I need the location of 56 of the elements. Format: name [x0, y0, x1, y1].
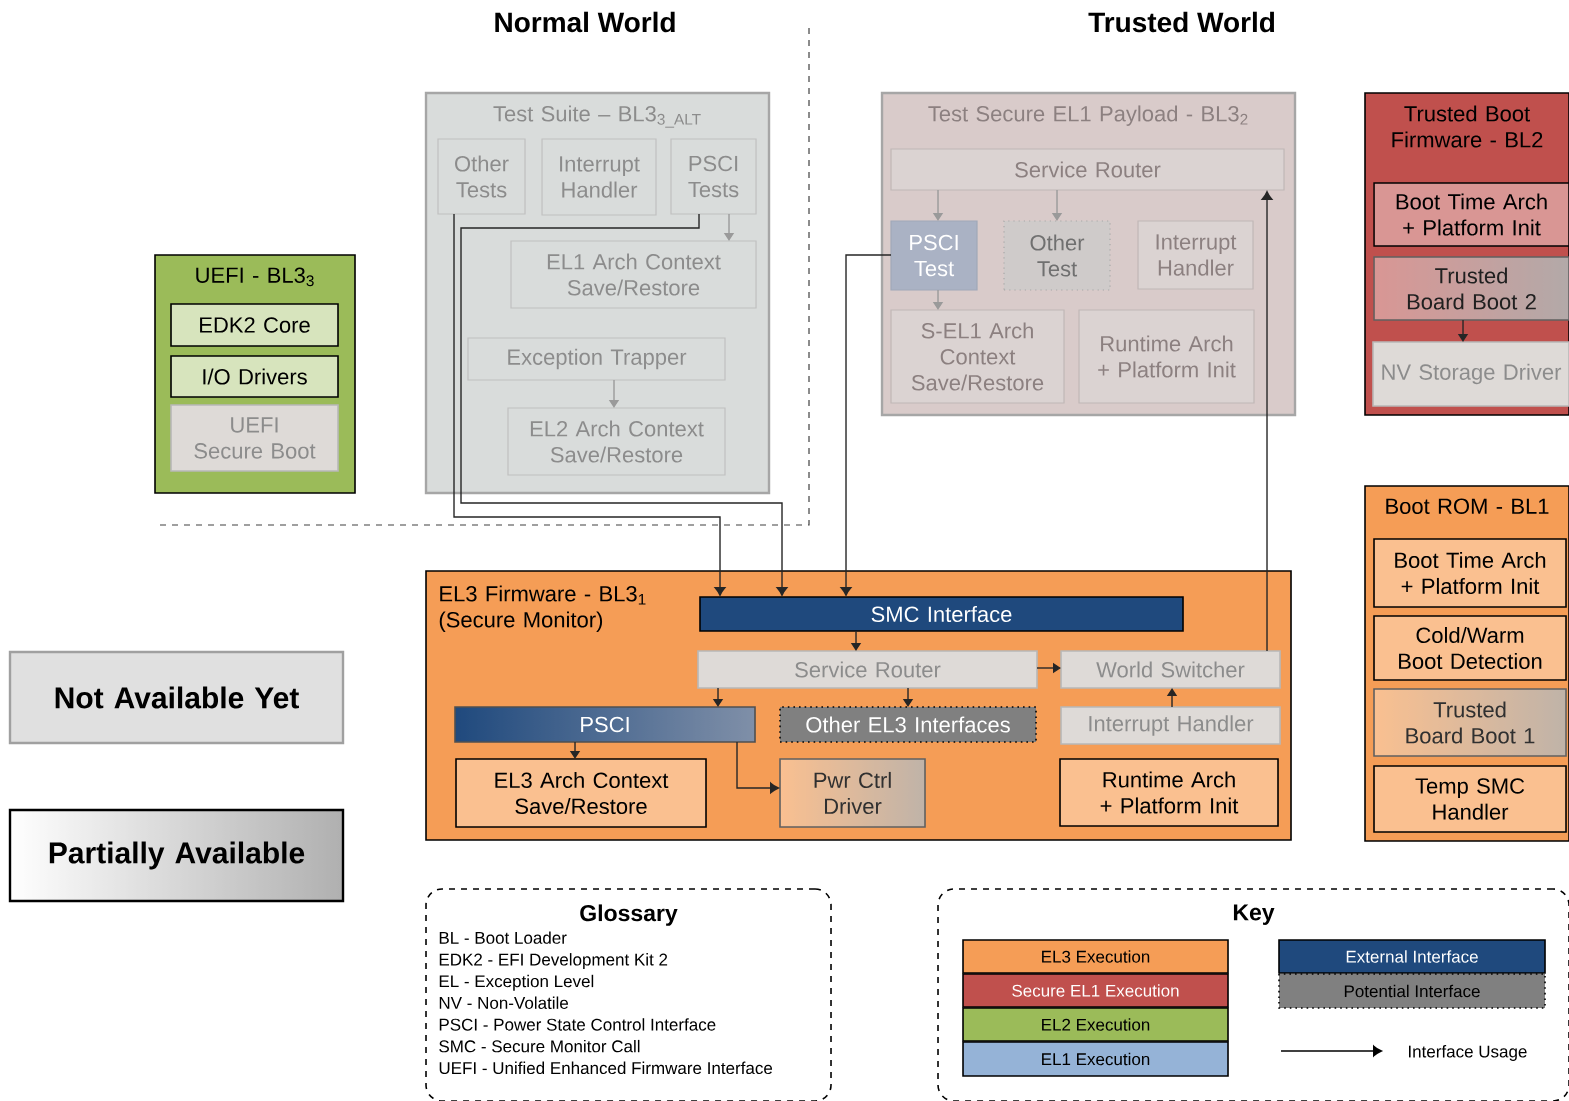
- component-box: World Switcher: [1060, 650, 1281, 689]
- glossary-entry: BL - Boot Loader: [439, 931, 567, 944]
- component-box: SMC Interface: [699, 596, 1184, 632]
- component-box: Boot Time Arch + Platform Init: [1373, 182, 1569, 247]
- glossary-entry: NV - Non-Volatile: [439, 996, 568, 1009]
- box-title: UEFI - BL3$_{3}$: [196, 267, 314, 287]
- box-title: EL3 Firmware - BL3$_{1}$ (Secure Monitor): [439, 585, 646, 632]
- arrow: [840, 254, 892, 596]
- component-box: Interrupt Handler: [1137, 220, 1254, 290]
- component-box: EDK2 Core: [170, 303, 339, 347]
- box-title: Test Secure EL1 Payload - BL3$_{2}$: [928, 105, 1248, 126]
- component-box: Trusted Board Boot 1: [1373, 688, 1567, 757]
- status-box: Not Available Yet: [8, 650, 345, 745]
- arrow: [736, 741, 779, 794]
- component-box: Temp SMC Handler: [1373, 765, 1567, 833]
- component-box: PSCI: [454, 706, 756, 743]
- component-box: EL1 Arch Context Save/Restore: [510, 240, 757, 309]
- component-box: Boot Time Arch + Platform Init: [1373, 538, 1567, 608]
- component-box: NV Storage Driver: [1372, 341, 1569, 407]
- glossary-entry: EDK2 - EFI Development Kit 2: [439, 953, 668, 969]
- box-title: Trusted Boot Firmware - BL2: [1392, 105, 1543, 148]
- component-box: S-EL1 Arch Context Save/Restore: [890, 309, 1065, 404]
- component-box: Exception Trapper: [467, 337, 726, 381]
- legend-label: Interface Usage: [1409, 1045, 1527, 1061]
- box-title: Test Suite – BL3$_{3_ALT}$: [493, 105, 701, 128]
- component-box: Other Tests: [437, 138, 526, 215]
- world-heading: Normal World: [495, 11, 675, 33]
- status-box: Partially Available: [8, 808, 345, 903]
- arrow: [460, 213, 788, 596]
- glossary-entry: EL - Exception Level: [439, 974, 594, 991]
- component-box: PSCI Tests: [670, 138, 757, 215]
- component-box: EL3 Arch Context Save/Restore: [455, 758, 707, 828]
- component-box: Runtime Arch + Platform Init: [1078, 309, 1255, 404]
- component-box: Interrupt Handler: [541, 138, 657, 216]
- component-box: Runtime Arch + Platform Init: [1059, 758, 1279, 827]
- component-box: Interrupt Handler: [1060, 706, 1281, 745]
- panel-title: Key: [1233, 904, 1275, 925]
- arrow: [1261, 191, 1273, 652]
- glossary-entry: SMC - Secure Monitor Call: [439, 1039, 640, 1053]
- component-box: I/O Drivers: [170, 355, 339, 398]
- glossary-entry: UEFI - Unified Enhanced Firmware Interface: [439, 1061, 773, 1075]
- component-box: Service Router: [697, 650, 1038, 689]
- component-box: Other Test: [1003, 220, 1111, 291]
- component-box: Trusted Board Boot 2: [1373, 256, 1569, 321]
- world-heading: Trusted World: [1088, 11, 1275, 33]
- component-box: EL2 Arch Context Save/Restore: [507, 407, 726, 476]
- component-box: Other EL3 Interfaces: [779, 706, 1037, 743]
- component-box: Pwr Ctrl Driver: [779, 758, 926, 828]
- component-box: PSCI Test: [890, 220, 978, 291]
- arrow: [453, 213, 726, 596]
- component-box: Cold/Warm Boot Detection: [1373, 615, 1567, 681]
- glossary-entry: PSCI - Power State Control Interface: [439, 1018, 716, 1031]
- panel-title: Glossary: [580, 904, 678, 926]
- component-box: Service Router: [890, 148, 1285, 191]
- box-title: Boot ROM - BL1: [1386, 498, 1549, 514]
- component-box: UEFI Secure Boot: [170, 404, 339, 472]
